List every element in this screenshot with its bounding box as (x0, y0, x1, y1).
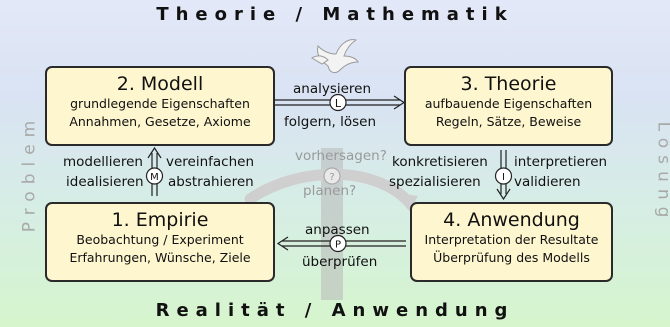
label-planen: planen? (303, 183, 357, 199)
box-anwendung: 4. Anwendung Interpretation der Resultat… (410, 202, 613, 282)
badge-question-text: ? (329, 172, 334, 183)
badge-p-text: P (335, 240, 341, 251)
label-ueberpruefen: überprüfen (302, 254, 378, 270)
header-top: Theorie / Mathematik (156, 4, 514, 25)
label-validieren: validieren (514, 174, 581, 190)
label-anpassen: anpassen (305, 222, 370, 238)
box-modell-line2: Annahmen, Gesetze, Axiome (69, 114, 251, 129)
badge-i: I (494, 167, 513, 185)
label-vereinfachen: vereinfachen (166, 154, 255, 170)
badge-p: P (329, 234, 347, 253)
box-theorie-title: 3. Theorie (460, 73, 557, 95)
label-idealisieren: idealisieren (66, 174, 144, 190)
badge-l: L (329, 93, 347, 112)
label-spezialisieren: spezialisieren (389, 174, 481, 190)
box-anwendung-line2: Überprüfung des Modells (433, 250, 590, 265)
box-modell-line1: grundlegende Eigenschaften (70, 96, 250, 111)
box-anwendung-title: 4. Anwendung (443, 209, 580, 231)
label-analysieren: analysieren (293, 81, 372, 97)
badge-i-text: I (502, 172, 505, 183)
box-empirie: 1. Empirie Beobachtung / Experiment Erfa… (45, 202, 275, 282)
badge-l-text: L (335, 97, 342, 110)
label-modellieren: modellieren (63, 154, 143, 170)
label-konkretisieren: konkretisieren (392, 154, 488, 170)
label-interpretieren: interpretieren (514, 154, 608, 170)
box-empirie-line2: Erfahrungen, Wünsche, Ziele (69, 250, 251, 265)
badge-question: ? (323, 167, 341, 185)
label-folgern: folgern, lösen (284, 114, 376, 130)
badge-m-text: M (150, 172, 159, 183)
badge-m: M (145, 167, 164, 185)
box-anwendung-line1: Interpretation der Resultate (424, 232, 599, 247)
header-bottom: Realität / Anwendung (155, 300, 515, 321)
label-abstrahieren: abstrahieren (168, 174, 254, 190)
box-theorie: 3. Theorie aufbauende Eigenschaften Rege… (404, 66, 613, 146)
label-vorhersagen: vorhersagen? (295, 148, 387, 164)
box-theorie-line1: aufbauende Eigenschaften (424, 96, 593, 111)
center-bar (321, 148, 343, 300)
dove-icon (311, 39, 359, 74)
box-modell: 2. Modell grundlegende Eigenschaften Ann… (45, 66, 275, 146)
box-modell-title: 2. Modell (116, 73, 204, 95)
box-empirie-line1: Beobachtung / Experiment (76, 232, 244, 247)
box-empirie-title: 1. Empirie (111, 209, 209, 231)
box-theorie-line2: Regeln, Sätze, Beweise (435, 114, 582, 129)
